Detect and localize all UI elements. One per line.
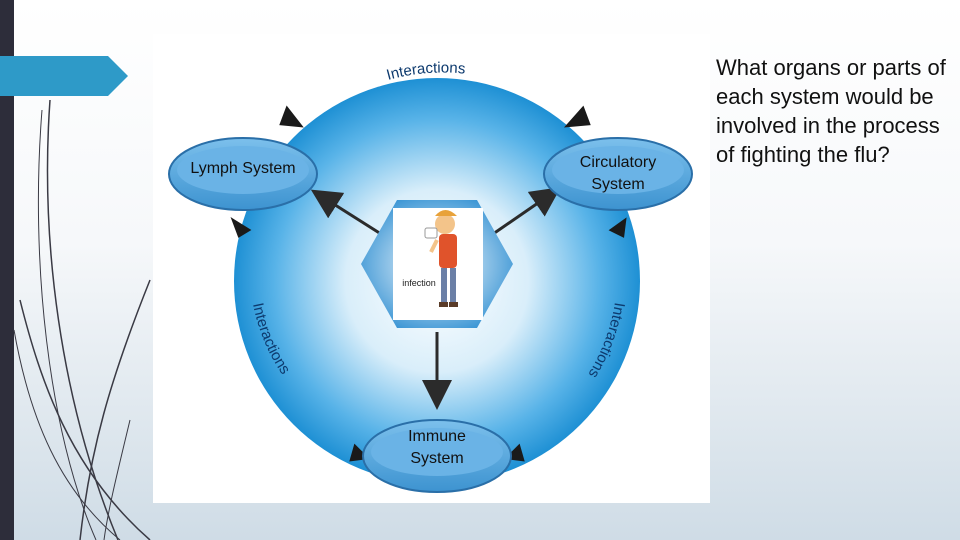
lymph-system-label: Lymph System — [190, 160, 296, 177]
question-text: What organs or parts of each system woul… — [716, 55, 946, 167]
immune-system-label: Immune System — [408, 428, 466, 467]
sick-person-icon — [424, 210, 458, 307]
accent-arrow-tab — [0, 56, 128, 96]
interaction-diagram: Interactions Interactions Interactions — [168, 59, 693, 493]
decorative-lines — [13, 99, 151, 540]
infection-label: infection — [402, 278, 436, 288]
slide-left-bar — [0, 0, 14, 540]
inner-arrows — [310, 187, 561, 410]
circulatory-system-label: Circulatory System — [579, 154, 657, 193]
diagram-panel: Interactions Interactions Interactions — [153, 34, 710, 503]
